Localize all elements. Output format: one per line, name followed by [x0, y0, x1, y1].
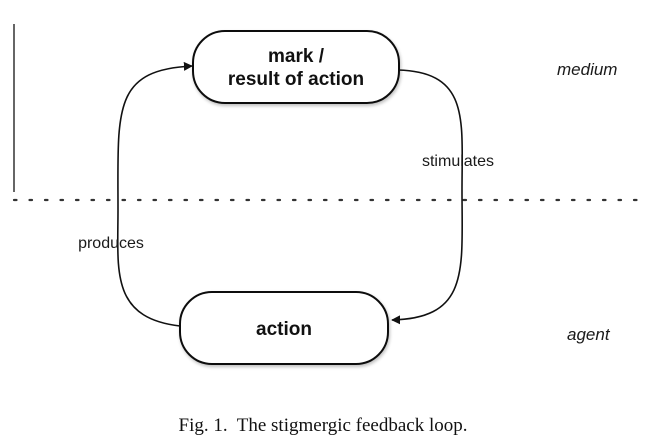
stimulates-label: stimulates [422, 153, 494, 170]
agent-zone-label: agent [567, 325, 611, 344]
stimulates-arrow [391, 69, 464, 325]
mark-node [192, 30, 400, 104]
action-node [179, 291, 389, 365]
medium-zone-label: medium [557, 60, 617, 79]
produces-label: produces [78, 235, 144, 252]
action-node-label: action [256, 319, 312, 340]
mark-node-label-line2: result of action [228, 69, 364, 90]
figure-caption: Fig. 1. The stigmergic feedback loop. [179, 415, 468, 436]
mark-node-label-line1: mark / [268, 46, 325, 67]
produces-arrow [116, 61, 193, 327]
